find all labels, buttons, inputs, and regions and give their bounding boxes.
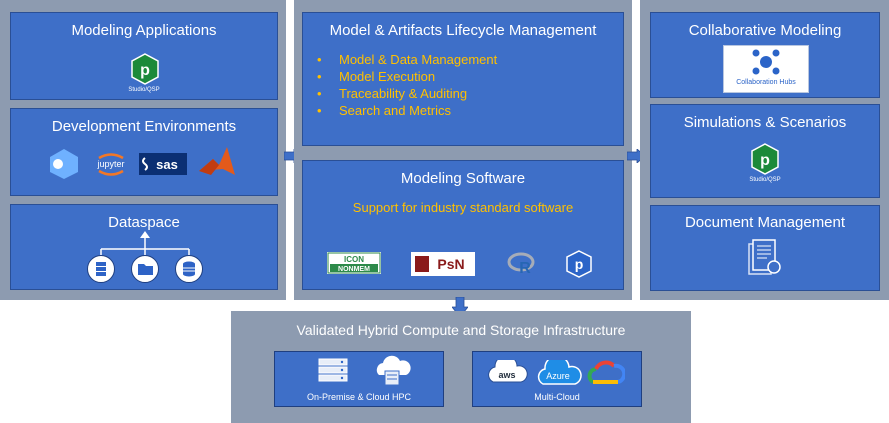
aws-logo-icon: aws xyxy=(485,355,529,391)
lifecycle-item: Search and Metrics xyxy=(317,102,497,119)
document-management-title: Document Management xyxy=(684,214,846,231)
lifecycle-item: Model Execution xyxy=(317,68,497,85)
studio-qsp-caption: Studio/QSP xyxy=(749,177,781,183)
dataspace-tree-icon xyxy=(100,231,190,255)
aws-label: aws xyxy=(498,370,515,380)
jupyter-logo-icon: jupyter xyxy=(93,149,129,179)
studio-qsp-logo-icon: p xyxy=(130,53,160,87)
collaboration-hubs-badge: Collaboration Hubs xyxy=(723,45,809,93)
svg-text:p: p xyxy=(760,152,770,169)
multi-cloud-caption: Multi-Cloud xyxy=(534,392,580,402)
modeling-software-box: Modeling Software Support for industry s… xyxy=(302,160,624,290)
rstudio-logo-icon xyxy=(47,147,81,186)
server-rack-icon xyxy=(318,358,348,382)
r-logo-icon: R xyxy=(507,251,537,282)
infrastructure-title: Validated Hybrid Compute and Storage Inf… xyxy=(296,322,626,338)
sas-label: sas xyxy=(156,157,178,172)
svg-text:R: R xyxy=(519,260,531,277)
collaborative-modeling-box: Collaborative Modeling Collaboration Hub… xyxy=(650,12,880,98)
matlab-logo-icon xyxy=(197,145,237,186)
google-cloud-logo-icon xyxy=(587,360,627,393)
icon-label: ICON xyxy=(344,255,364,264)
lifecycle-title: Model & Artifacts Lifecycle Management xyxy=(329,22,597,39)
azure-label: Azure xyxy=(546,371,570,381)
on-premise-box: On-Premise & Cloud HPC xyxy=(274,351,444,407)
modeling-software-title: Modeling Software xyxy=(400,170,526,187)
studio-qsp-caption: Studio/QSP xyxy=(128,87,160,93)
lifecycle-box: Model & Artifacts Lifecycle Management M… xyxy=(302,12,624,146)
sas-logo-icon: sas xyxy=(139,153,187,175)
multi-cloud-box: aws Azure Multi-Cloud xyxy=(472,351,642,407)
document-management-box: Document Management xyxy=(650,205,880,291)
documents-icon xyxy=(745,236,785,285)
jupyter-label: jupyter xyxy=(96,159,124,169)
azure-logo-icon: Azure xyxy=(535,355,583,393)
modeling-applications-box: Modeling Applications p Studio/QSP xyxy=(10,12,278,100)
lifecycle-item: Model & Data Management xyxy=(317,51,497,68)
database-icon xyxy=(175,255,203,283)
dataspace-title: Dataspace xyxy=(108,214,180,231)
development-environments-box: Development Environments jupyter sas xyxy=(10,108,278,196)
on-premise-caption: On-Premise & Cloud HPC xyxy=(306,392,412,402)
lifecycle-item: Traceability & Auditing xyxy=(317,85,497,102)
modeling-applications-title: Modeling Applications xyxy=(71,22,217,39)
studio-logo-icon: p xyxy=(565,249,593,286)
simulations-box: Simulations & Scenarios p Studio/QSP xyxy=(650,104,880,198)
cloud-server-icon xyxy=(376,355,411,386)
modeling-software-subtitle: Support for industry standard software xyxy=(352,200,574,215)
svg-text:p: p xyxy=(575,256,584,272)
lifecycle-list: Model & Data Management Model Execution … xyxy=(317,51,497,119)
collaborative-modeling-title: Collaborative Modeling xyxy=(688,22,842,39)
icon-nonmem-logo-icon: ICON NONMEM xyxy=(327,252,381,274)
studio-qsp-logo-icon: p xyxy=(750,143,780,177)
server-icon xyxy=(87,255,115,283)
collaboration-hubs-icon xyxy=(752,49,780,75)
folder-icon xyxy=(131,255,159,283)
dataspace-box: Dataspace xyxy=(10,204,278,290)
simulations-title: Simulations & Scenarios xyxy=(683,114,847,131)
psn-logo-icon: PsN xyxy=(411,252,475,276)
psn-label: PsN xyxy=(437,256,464,272)
svg-text:p: p xyxy=(140,62,150,79)
collaboration-hubs-caption: Collaboration Hubs xyxy=(736,79,796,86)
development-environments-title: Development Environments xyxy=(51,118,237,135)
nonmem-label: NONMEM xyxy=(338,266,370,273)
